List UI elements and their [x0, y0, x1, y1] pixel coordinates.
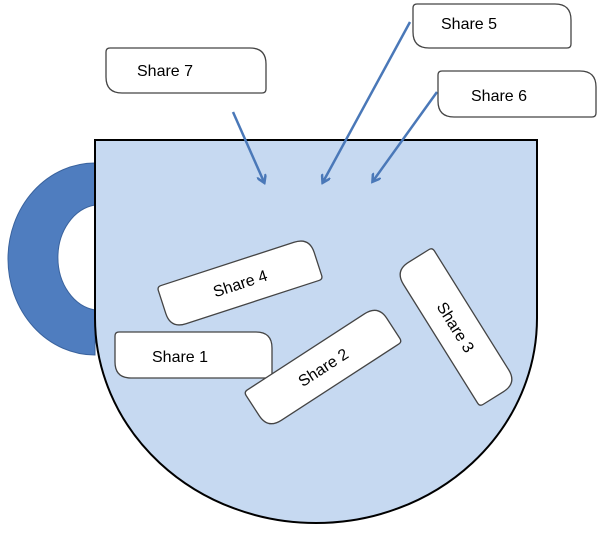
- label-share-3: Share 3: [399, 248, 513, 406]
- label-share-2: Share 2: [244, 309, 402, 425]
- label-share-1: Share 1: [114, 331, 273, 379]
- label-share-5: Share 5: [412, 3, 572, 49]
- share-6-text: Share 6: [471, 88, 527, 105]
- label-share-6: Share 6: [437, 70, 597, 118]
- arrow-share-7: [231, 111, 264, 182]
- label-share-4: Share 4: [157, 240, 323, 326]
- share-1-text: Share 1: [152, 349, 208, 366]
- cup-body: [94, 139, 538, 524]
- label-share-7: Share 7: [105, 47, 267, 94]
- arrow-share-6: [373, 91, 439, 181]
- arrow-share-5: [323, 21, 412, 182]
- share-7-text: Share 7: [137, 63, 193, 80]
- cup-handle: [7, 162, 96, 356]
- share-5-text: Share 5: [441, 16, 497, 33]
